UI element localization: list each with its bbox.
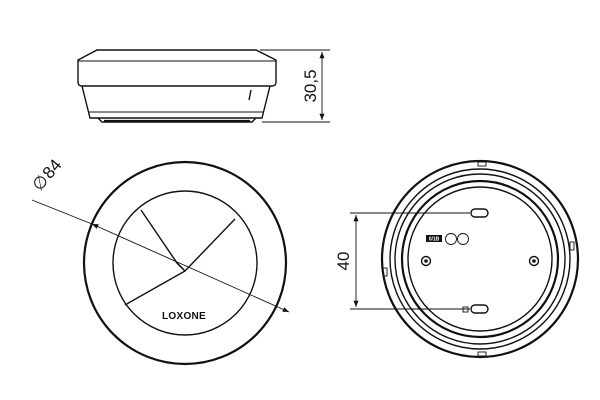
back-view-tab-bottom bbox=[477, 351, 487, 357]
back-view-inner-ring bbox=[407, 186, 553, 332]
mounting-slot-bottom bbox=[470, 304, 489, 314]
back-view-small-label: 0/1B bbox=[429, 237, 440, 243]
brand-logo: LOXONE bbox=[162, 311, 206, 322]
side-view-cap bbox=[77, 49, 277, 87]
back-view-outer-ring bbox=[380, 159, 580, 359]
back-view-ring-4 bbox=[400, 179, 560, 339]
back-view-tab-left bbox=[382, 267, 388, 277]
back-view-ring-3 bbox=[394, 173, 566, 345]
indicator-circle-1 bbox=[445, 233, 457, 245]
front-view-outer-ring bbox=[82, 160, 288, 366]
diameter-dimension-line bbox=[91, 223, 290, 313]
spacing-dimension-label: 40 bbox=[334, 252, 353, 271]
screw-hole-left-center bbox=[424, 259, 428, 263]
back-view-ring-2 bbox=[389, 168, 571, 350]
indicator-circle-2 bbox=[457, 233, 469, 245]
back-view-label-block bbox=[426, 235, 442, 242]
diameter-leader bbox=[31, 199, 93, 225]
side-view-notch bbox=[248, 89, 252, 101]
back-view-tab-top bbox=[477, 161, 487, 167]
front-view-segment-lines bbox=[124, 209, 236, 306]
screw-hole-right-center bbox=[532, 259, 536, 263]
diameter-label: ∅ 84 bbox=[29, 156, 66, 195]
mounting-slot-top bbox=[470, 208, 489, 218]
side-view-body bbox=[81, 85, 271, 119]
back-view-tab-right bbox=[569, 241, 575, 251]
screw-hole-right bbox=[528, 255, 540, 267]
height-dimension-label: 30,5 bbox=[301, 69, 320, 102]
screw-hole-left bbox=[420, 255, 432, 267]
side-view: 30,5 bbox=[77, 49, 330, 123]
back-view-pin bbox=[462, 306, 469, 313]
back-view: 0/1B 40 bbox=[334, 159, 580, 359]
front-view: LOXONE ∅ 84 bbox=[29, 156, 290, 366]
